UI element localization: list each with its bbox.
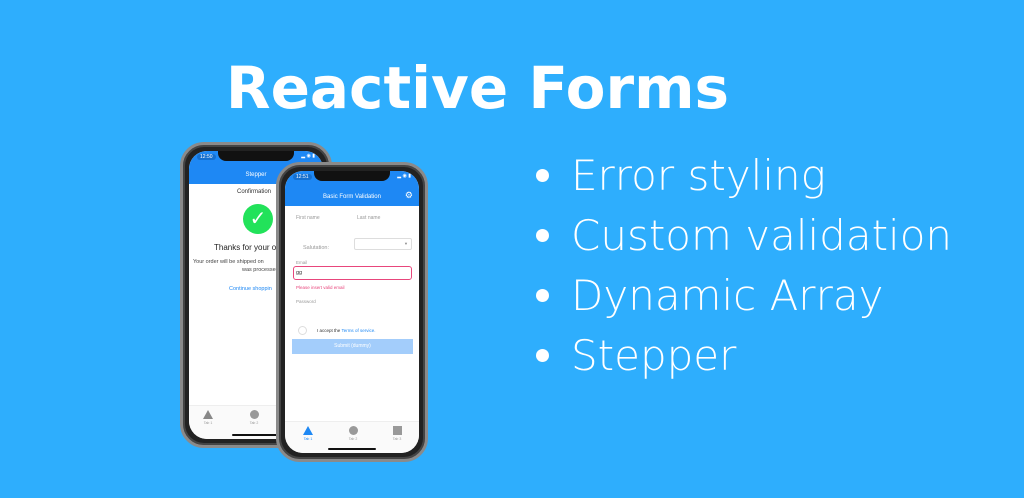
phone-form-validation: 12:51 ▂ ◉ ▮ Basic Form Validation ⚙ Firs… <box>276 162 428 462</box>
bullet-dot-icon <box>536 348 549 362</box>
salutation-label: Salutation: <box>303 245 329 251</box>
circle-icon <box>249 410 259 419</box>
confirmation-heading: Thanks for your o <box>214 243 277 252</box>
tab-2[interactable]: Tab 2 <box>338 426 368 441</box>
settings-gear-icon[interactable]: ⚙ <box>404 190 413 200</box>
bullet-dot-icon <box>536 168 549 182</box>
tab-label: Tab 3 <box>392 437 402 441</box>
bullet-dot-icon <box>536 288 549 302</box>
tab-label: Tab 2 <box>249 421 259 425</box>
bullet-item: Dynamic Array <box>536 270 883 320</box>
chevron-down-icon: ▼ <box>404 241 408 246</box>
bullet-item: Custom validation <box>536 210 952 260</box>
email-input[interactable]: gg <box>293 266 412 280</box>
salutation-select[interactable]: ▼ <box>354 238 412 250</box>
terms-link[interactable]: Terms of service. <box>341 328 376 333</box>
continue-shopping-link[interactable]: Continue shoppin <box>229 286 272 292</box>
bullet-text: Error styling <box>571 150 826 200</box>
bullet-text: Stepper <box>571 330 737 380</box>
tab-3[interactable]: Tab 3 <box>382 426 412 441</box>
checkmark-icon: ✓ <box>243 204 273 234</box>
triangle-icon <box>303 426 313 435</box>
bullet-dot-icon <box>536 228 549 242</box>
tab-1[interactable]: Tab 1 <box>193 410 223 425</box>
bullet-item: Stepper <box>536 330 736 380</box>
confirmation-message: Your order will be shipped on <box>193 259 264 265</box>
email-label: Email <box>296 260 308 265</box>
battery-icon: ▂ ◉ ▮ <box>397 173 411 179</box>
app-header: 12:51 ▂ ◉ ▮ Basic Form Validation ⚙ <box>285 171 419 206</box>
tab-1[interactable]: Tab 1 <box>293 426 323 441</box>
square-icon <box>392 426 402 435</box>
tab-label: Tab 1 <box>203 421 213 425</box>
step-label: Confirmation <box>237 189 272 195</box>
tab-2[interactable]: Tab 2 <box>239 410 269 425</box>
bullet-text: Dynamic Array <box>571 270 884 320</box>
circle-icon <box>348 426 358 435</box>
page-title: Reactive Forms <box>225 54 730 122</box>
bullet-item: Error styling <box>536 150 826 200</box>
confirmation-message: was processed <box>242 267 279 273</box>
status-time: 12:51 <box>293 174 312 180</box>
battery-icon: ▂ ◉ ▮ <box>301 153 315 159</box>
tab-label: Tab 1 <box>303 437 313 441</box>
header-title: Stepper <box>245 172 267 178</box>
header-title: Basic Form Validation <box>323 194 381 200</box>
terms-checkbox[interactable] <box>298 326 307 335</box>
email-error: Please insert valid email <box>296 285 345 290</box>
password-field[interactable]: Password <box>296 299 316 304</box>
bullet-text: Custom validation <box>571 210 953 260</box>
last-name-field[interactable]: Last name <box>357 215 381 221</box>
first-name-field[interactable]: First name <box>296 215 320 221</box>
accept-text: I accept the <box>317 328 342 333</box>
status-time: 12:50 <box>197 154 216 160</box>
triangle-icon <box>203 410 213 419</box>
tab-label: Tab 2 <box>348 437 358 441</box>
submit-button[interactable]: Submit (dummy) <box>292 339 413 354</box>
